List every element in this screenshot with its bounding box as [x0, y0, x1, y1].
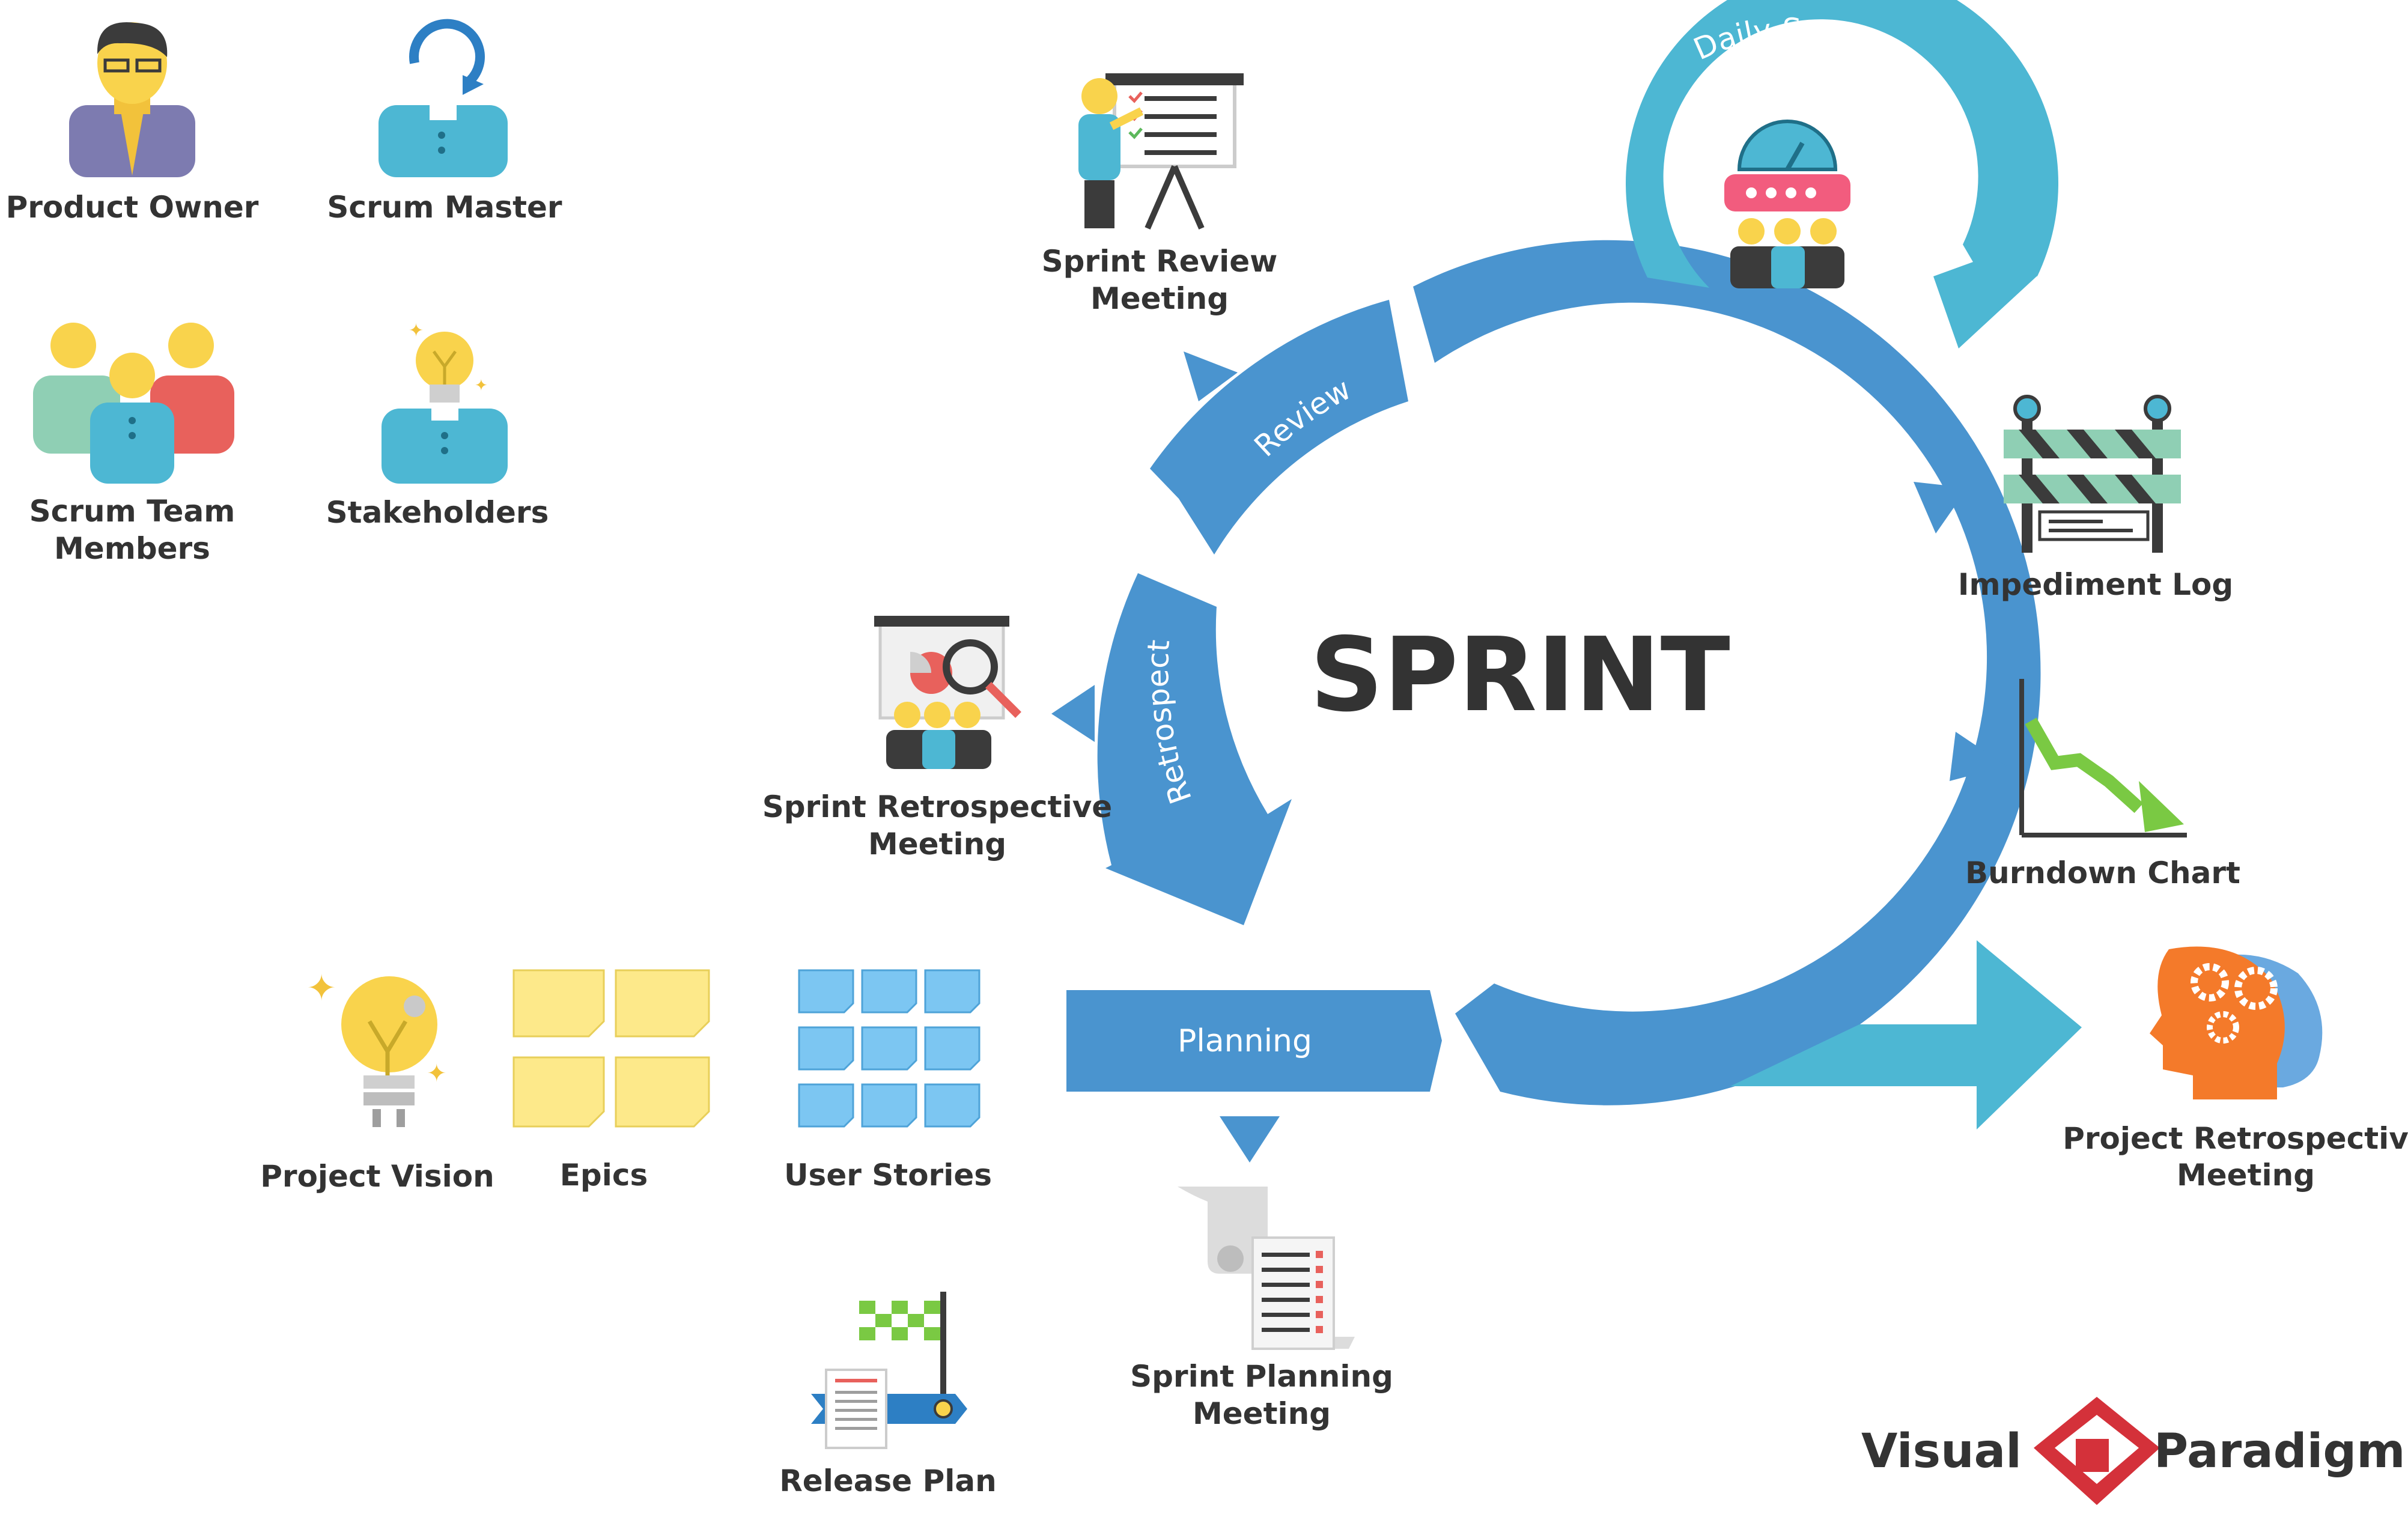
- project-vision-label: Project Vision: [260, 1159, 494, 1194]
- visual-paradigm-logo: Visual Paradigm: [1861, 1397, 2406, 1505]
- stakeholders-label: Stakeholders: [326, 495, 549, 530]
- planning-meeting-pointer: [1220, 1116, 1280, 1163]
- scrum-team-label-2: Members: [54, 531, 210, 566]
- barricade-icon: [2004, 395, 2181, 553]
- sprint-retro-label-1: Sprint Retrospective: [762, 789, 1112, 824]
- project-retro-arrow: [1730, 940, 2082, 1129]
- review-meeting-pointer: [1184, 351, 1238, 401]
- review-arc: [1150, 300, 1408, 555]
- retrospective-board-icon: [874, 616, 1021, 769]
- role-product-owner: Product Owner: [6, 22, 259, 225]
- sprint-planning-label-1: Sprint Planning: [1130, 1359, 1393, 1394]
- daily-scrum-icon: [1724, 120, 1850, 288]
- implementation-arc: [1413, 240, 2041, 1105]
- release-plan: Release Plan: [779, 1292, 997, 1498]
- sprint-retro-label-2: Meeting: [868, 827, 1006, 862]
- implementation-label: Implementation: [1812, 471, 1903, 716]
- impediment-log: Impediment Log: [1958, 395, 2233, 602]
- release-plan-label: Release Plan: [779, 1464, 996, 1498]
- product-owner-icon: [69, 22, 195, 177]
- role-scrum-master: Scrum Master: [327, 19, 562, 225]
- sprint-review-meeting: Sprint Review Meeting: [1042, 73, 1278, 316]
- svg-text:✦: ✦: [409, 320, 424, 341]
- presentation-board-icon: [1078, 73, 1244, 230]
- sticky-notes-icon: [512, 969, 710, 1128]
- role-stakeholders: ✦ ✦ Stakeholders: [326, 320, 549, 530]
- burndown-chart: Burndown Chart: [1965, 679, 2240, 890]
- planning-arrow: [1066, 990, 1442, 1092]
- lightbulb-icon: ✦ ✦: [306, 967, 447, 1127]
- scrum-master-label: Scrum Master: [327, 190, 562, 225]
- project-retro-label-2: Meeting: [2177, 1158, 2315, 1193]
- brand-right-text: Paradigm: [2154, 1424, 2406, 1479]
- project-retrospective-meeting: Project Retrospective Meeting: [2063, 946, 2408, 1193]
- burndown-chart-icon: [2019, 679, 2187, 837]
- user-stories: User Stories: [784, 969, 992, 1193]
- scrum-team-icon: [33, 323, 234, 484]
- sprint-planning-label-2: Meeting: [1193, 1396, 1331, 1431]
- gears-head-icon: [2150, 946, 2323, 1099]
- impediment-pointer: [1914, 482, 1968, 534]
- svg-text:✦: ✦: [306, 967, 336, 1009]
- sprint-retrospective-meeting: Sprint Retrospective Meeting: [762, 616, 1112, 862]
- center-title: SPRINT: [1310, 616, 1730, 735]
- svg-text:✦: ✦: [475, 377, 488, 395]
- svg-text:✦: ✦: [427, 1060, 447, 1087]
- brand-diamond-icon: [2034, 1397, 2160, 1505]
- product-owner-label: Product Owner: [6, 190, 259, 225]
- scroll-document-icon: [1178, 1187, 1355, 1350]
- project-retro-label-1: Project Retrospective: [2063, 1121, 2408, 1156]
- sprint-review-label-1: Sprint Review: [1042, 244, 1278, 279]
- brand-left-text: Visual: [1861, 1424, 2022, 1479]
- connector-triangles: [1051, 351, 2007, 1163]
- scrum-master-icon: [379, 19, 508, 177]
- story-cards-icon: [798, 969, 981, 1128]
- scrum-team-label-1: Scrum Team: [29, 494, 236, 529]
- impediment-log-label: Impediment Log: [1958, 567, 2233, 602]
- burndown-pointer: [1950, 732, 2007, 781]
- planning-label: Planning: [1178, 1023, 1312, 1059]
- epics-label: Epics: [560, 1158, 648, 1193]
- sprint-planning-meeting: Sprint Planning Meeting: [1130, 1187, 1393, 1431]
- retrospect-arc: [1097, 573, 1292, 925]
- burndown-chart-label: Burndown Chart: [1965, 856, 2240, 890]
- role-scrum-team: Scrum Team Members: [29, 323, 236, 566]
- epics: Epics: [512, 969, 710, 1193]
- user-stories-label: User Stories: [784, 1158, 992, 1193]
- retro-meeting-pointer: [1051, 685, 1095, 742]
- sprint-review-label-2: Meeting: [1090, 281, 1229, 316]
- stakeholders-icon: ✦ ✦: [382, 320, 508, 484]
- release-plan-icon: [811, 1292, 967, 1449]
- project-vision: ✦ ✦ Project Vision: [260, 967, 494, 1194]
